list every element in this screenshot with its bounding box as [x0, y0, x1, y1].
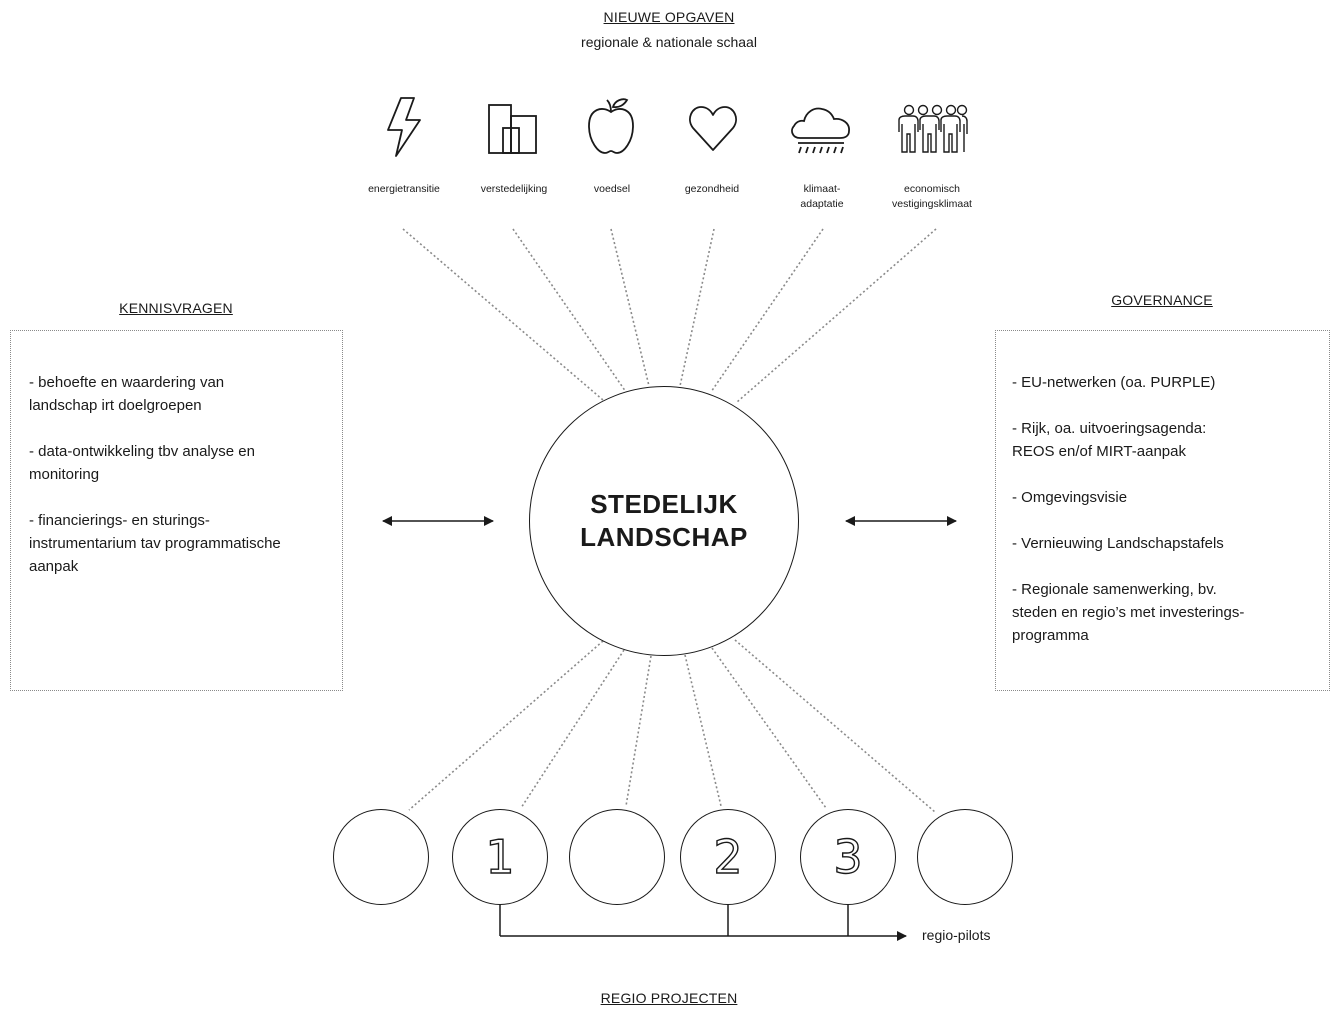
- nieuwe-opgaven-heading: NIEUWE OPGAVEN: [603, 9, 735, 25]
- pilot-number: 3: [833, 830, 864, 884]
- kennisvragen-item: - financierings- en sturings- instrument…: [29, 512, 281, 575]
- lightning-icon: [387, 97, 421, 157]
- kennisvragen-item: - behoefte en waardering van landschap i…: [29, 374, 225, 414]
- ray-energietransitie: [402, 228, 604, 401]
- ray-klimaat: [710, 228, 824, 393]
- ray-economisch: [736, 228, 937, 403]
- governance-item: - Vernieuwing Landschapstafels: [1012, 535, 1224, 552]
- pilot-number: 2: [713, 830, 744, 884]
- theme-label-klimaatadaptatie: klimaat- adaptatie: [800, 183, 844, 210]
- governance-heading: GOVERNANCE: [1111, 292, 1213, 308]
- buildings-icon: [488, 104, 537, 154]
- kennisvragen-item: - data-ontwikkeling tbv analyse en monit…: [29, 443, 255, 483]
- stedelijk-landschap-circle: STEDELIJK LANDSCHAP: [529, 386, 799, 656]
- regio-pilot-circle-3: 3: [800, 809, 896, 905]
- rain-cloud-icon: [791, 107, 850, 154]
- ray-verstedelijking: [512, 228, 627, 393]
- regio-project-circle: [917, 809, 1013, 905]
- regio-project-circle: [569, 809, 665, 905]
- ray-gezondheid: [679, 228, 715, 387]
- pilot-bracket: [499, 905, 907, 941]
- regio-projecten-heading: REGIO PROJECTEN: [600, 990, 738, 1006]
- ray-pilot-b: [625, 655, 652, 807]
- theme-label-gezondheid: gezondheid: [684, 183, 740, 195]
- theme-label-economisch: economisch vestigingsklimaat: [892, 183, 972, 210]
- ray-pilot-3: [711, 647, 827, 809]
- kennisvragen-box: - behoefte en waardering van landschap i…: [10, 330, 343, 691]
- regio-pilot-circle-2: 2: [680, 809, 776, 905]
- apple-icon: [588, 98, 634, 154]
- regio-pilot-circle-1: 1: [452, 809, 548, 905]
- ray-voedsel: [610, 228, 650, 387]
- governance-item: - Rijk, oa. uitvoeringsagenda: REOS en/o…: [1012, 420, 1207, 460]
- nieuwe-opgaven-subheading: regionale & nationale schaal: [581, 34, 757, 50]
- theme-label-verstedelijking: verstedelijking: [480, 183, 548, 195]
- people-group-icon: [898, 104, 968, 153]
- center-title: STEDELIJK LANDSCHAP: [580, 489, 748, 552]
- governance-item: - EU-netwerken (oa. PURPLE): [1012, 374, 1216, 391]
- governance-item: - Regionale samenwerking, bv. steden en …: [1012, 581, 1245, 644]
- pilot-number: 1: [485, 830, 516, 884]
- ray-pilot-1: [520, 649, 625, 809]
- governance-item: - Omgevingsvisie: [1012, 489, 1128, 506]
- ray-pilot-2: [684, 654, 722, 807]
- theme-label-voedsel: voedsel: [593, 183, 631, 195]
- kennisvragen-heading: KENNISVRAGEN: [119, 300, 233, 316]
- heart-icon: [689, 106, 737, 151]
- regio-project-circle: [333, 809, 429, 905]
- governance-box: - EU-netwerken (oa. PURPLE) - Rijk, oa. …: [995, 330, 1330, 691]
- ray-pilot-c: [734, 639, 936, 813]
- theme-label-energietransitie: energietransitie: [368, 183, 440, 195]
- regio-pilots-label: regio-pilots: [922, 927, 991, 943]
